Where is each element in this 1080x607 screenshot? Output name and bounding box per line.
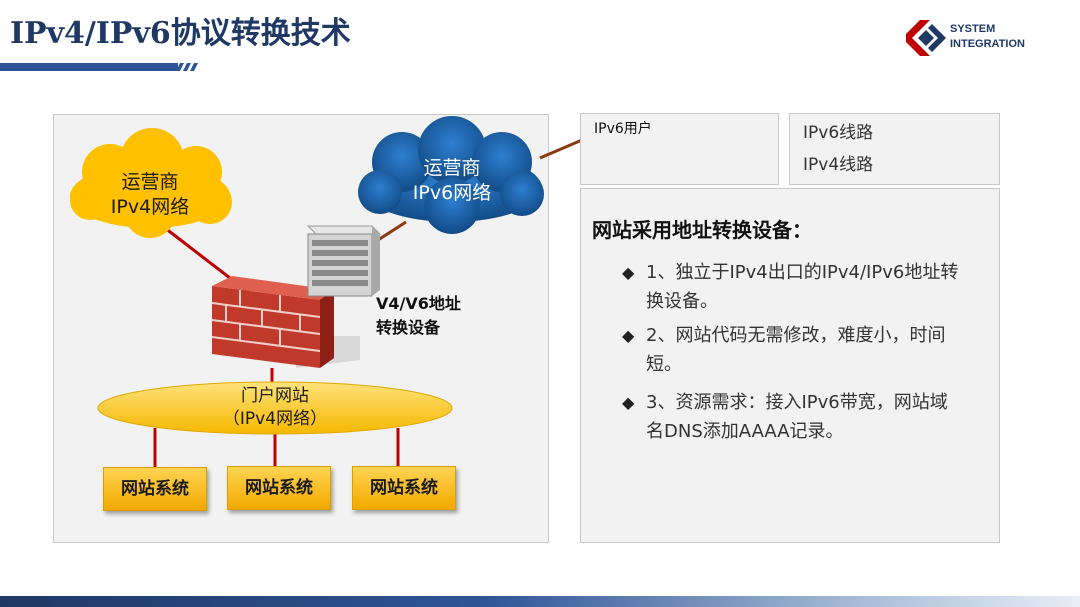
solution-heading: 网站采用地址转换设备： <box>592 214 812 243</box>
solution-bullet-3: ◆ 3、资源需求：接入IPv6带宽，网站域名DNS添加AAAA记录。 <box>622 388 962 446</box>
solution-bullet-1: ◆ 1、独立于IPv4出口的IPv4/IPv6地址转换设备。 <box>622 258 962 316</box>
translation-device-icon <box>308 226 380 296</box>
website-system-box-3: 网站系统 <box>352 466 456 510</box>
translation-device-label-line1: V4/V6地址 <box>376 292 461 316</box>
website-system-box-1: 网站系统 <box>103 467 207 511</box>
solution-bullet-2-text: 2、网站代码无需修改，难度小，时间短。 <box>646 321 962 379</box>
ipv6-cloud-label-line1: 运营商 <box>392 156 512 181</box>
portal-label: 门户网站 （IPv4网络） <box>195 385 355 431</box>
diamond-bullet-icon: ◆ <box>622 388 634 417</box>
ipv6-cloud-label-line2: IPv6网络 <box>392 181 512 206</box>
ipv6-link-cloud-user <box>540 140 582 158</box>
ipv4-cloud-label: 运营商 IPv4网络 <box>90 170 210 220</box>
solution-bullet-1-text: 1、独立于IPv4出口的IPv4/IPv6地址转换设备。 <box>646 258 962 316</box>
portal-label-line2: （IPv4网络） <box>195 408 355 431</box>
ipv6-link-device-cloud <box>378 222 406 240</box>
ipv6-user-label: IPv6用户 <box>594 118 652 138</box>
portal-label-line1: 门户网站 <box>195 385 355 408</box>
diamond-bullet-icon: ◆ <box>622 258 634 287</box>
footer-bar <box>0 596 1080 607</box>
translation-device-label-line2: 转换设备 <box>376 316 461 340</box>
legend-ipv4-label: IPv4线路 <box>803 150 873 175</box>
ipv6-cloud-label: 运营商 IPv6网络 <box>392 156 512 206</box>
legend-ipv6-label: IPv6线路 <box>803 118 873 143</box>
solution-bullet-2: ◆ 2、网站代码无需修改，难度小，时间短。 <box>622 321 962 379</box>
website-system-box-2: 网站系统 <box>227 466 331 510</box>
solution-bullet-3-text: 3、资源需求：接入IPv6带宽，网站域名DNS添加AAAA记录。 <box>646 388 962 446</box>
ipv4-cloud-label-line1: 运营商 <box>90 170 210 195</box>
diamond-bullet-icon: ◆ <box>622 321 634 350</box>
translation-device-label: V4/V6地址 转换设备 <box>376 292 461 340</box>
ipv4-cloud-label-line2: IPv4网络 <box>90 195 210 220</box>
